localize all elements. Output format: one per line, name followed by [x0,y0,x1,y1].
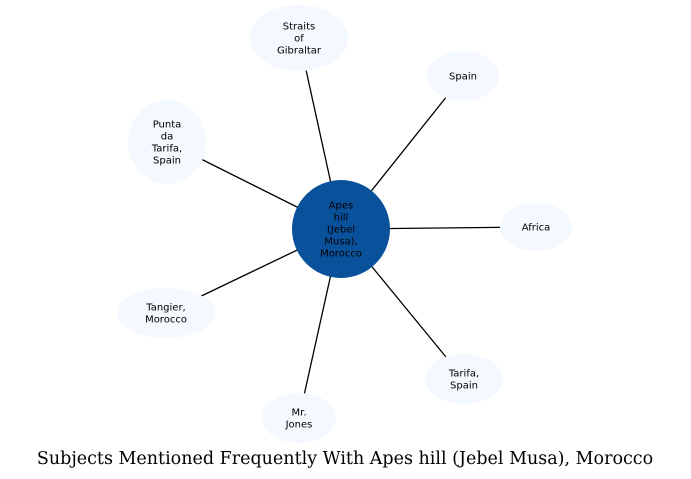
node-spain-label-line: Spain [449,72,477,83]
node-tangier-morocco: Tangier,Morocco [117,288,215,338]
node-center-label-line: Musa), [324,237,357,248]
node-africa-label-line: Africa [522,223,551,234]
node-center-shape [292,180,390,278]
nodes: StraitsofGibraltarSpainPuntadaTarifa,Spa… [117,5,572,443]
node-mr-jones-label-line: Mr. [292,408,307,419]
node-tarifa-spain-shape [425,354,503,404]
node-punta-da-tarifa-spain-label-line: Tarifa, [151,144,182,155]
node-spain-shape [427,51,499,101]
node-center-label-line: (Jebel [327,225,355,236]
diagram-caption: Subjects Mentioned Frequently With Apes … [37,449,653,469]
node-mr-jones-shape [262,393,336,443]
node-tarifa-spain-label-line: Tarifa, [448,369,479,380]
node-punta-da-tarifa-spain-label-line: da [161,132,173,143]
node-tangier-morocco-label-line: Morocco [145,315,187,326]
node-center-label-line: hill [334,213,349,224]
node-center-label-line: Morocco [320,249,362,260]
node-straits-of-gibraltar-label-line: of [294,34,304,45]
node-straits-of-gibraltar-label-line: Straits [283,22,315,33]
node-punta-da-tarifa-spain-label-line: Punta [153,120,182,131]
node-punta-da-tarifa-spain-label-line: Spain [153,156,181,167]
node-africa-shape [500,203,572,251]
node-straits-of-gibraltar-label-line: Gibraltar [277,46,322,57]
node-tarifa-spain-label-line: Spain [450,381,478,392]
node-tangier-morocco-shape [117,288,215,338]
node-punta-da-tarifa-spain-shape [128,100,206,184]
node-center-label-line: Apes [329,201,354,212]
node-straits-of-gibraltar-shape [250,5,348,71]
node-mr-jones: Mr.Jones [262,393,336,443]
node-africa: Africa [500,203,572,251]
node-tangier-morocco-label-line: Tangier, [145,303,186,314]
node-spain: Spain [427,51,499,101]
node-tarifa-spain: Tarifa,Spain [425,354,503,404]
node-mr-jones-label-line: Jones [285,420,313,431]
